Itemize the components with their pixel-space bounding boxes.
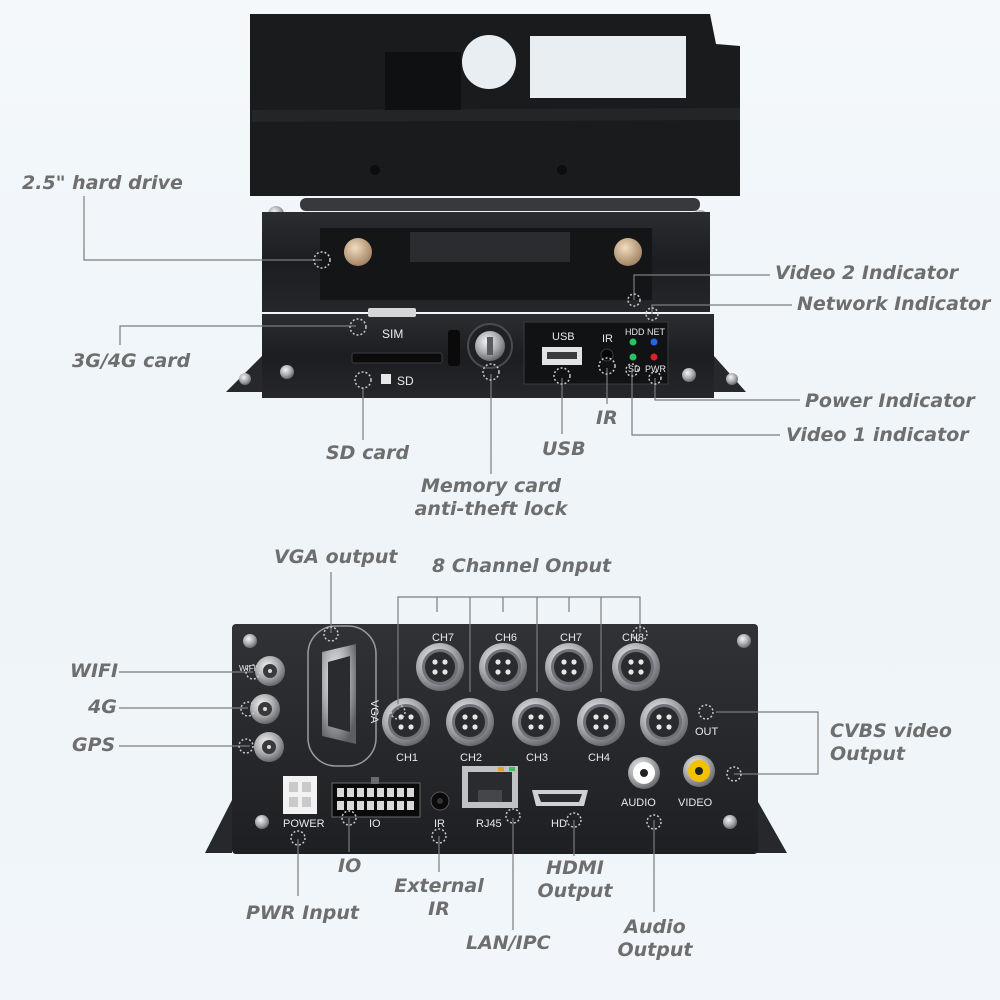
ch-top-label-4: CH8 — [622, 632, 644, 644]
channel-connector-top-4[interactable] — [612, 643, 660, 691]
callout-external-ir: External IR — [390, 875, 488, 921]
ch-bottom-label-1: CH1 — [396, 752, 418, 764]
callout-audio-output: Audio Output — [608, 916, 702, 962]
callout-external-ir-line2: IR — [428, 898, 450, 920]
rj45-port[interactable] — [462, 766, 518, 808]
callout-wifi: WIFI — [70, 660, 119, 682]
callout-network-indicator: Network Indicator — [797, 293, 991, 315]
rear-leader-lines — [119, 572, 819, 930]
callout-sim-card: 3G/4G card — [72, 350, 191, 372]
callout-lock-line1: Memory card — [420, 475, 562, 497]
cvbs-out-connector[interactable] — [640, 698, 688, 746]
channel-connector-top-3[interactable] — [545, 643, 593, 691]
callout-anti-theft-lock: Memory card anti-theft lock — [400, 475, 582, 521]
audio-panel-label: AUDIO — [621, 797, 656, 809]
callout-lan-ipc: LAN/IPC — [466, 932, 551, 954]
hdmi-port[interactable] — [532, 790, 588, 806]
video-rca-jack[interactable] — [683, 755, 715, 787]
callout-audio-line1: Audio — [624, 916, 686, 938]
callout-cvbs: CVBS video Output — [830, 720, 952, 766]
io-connector[interactable] — [331, 777, 421, 818]
callout-vga-output: VGA output — [274, 546, 398, 568]
wifi-antenna-connector[interactable] — [255, 656, 285, 686]
channel-connector-bottom-3[interactable] — [512, 698, 560, 746]
hdd-led-label: HDD — [625, 327, 645, 337]
channel-connectors-bottom — [382, 698, 688, 746]
callout-4g: 4G — [88, 696, 117, 718]
ch-top-label-3: CH7 — [560, 632, 582, 644]
callout-io: IO — [338, 855, 362, 877]
front-unit: SIM SD USB IR HDD NET SD PWR — [226, 14, 746, 398]
audio-rca-jack[interactable] — [628, 757, 660, 789]
power-panel-label: POWER — [283, 818, 325, 830]
hdd-led — [629, 338, 637, 346]
callout-hdmi-line1: HDMI — [546, 857, 604, 879]
ir-panel-label: IR — [602, 333, 613, 345]
callout-pwr-input: PWR Input — [246, 902, 359, 924]
ch-bottom-label-3: CH3 — [526, 752, 548, 764]
rj45-panel-label: RJ45 — [476, 818, 502, 830]
out-panel-label: OUT — [695, 726, 719, 738]
hdd-thumbscrew — [344, 238, 372, 266]
bracket-window — [530, 36, 686, 98]
usb-panel-label: USB — [552, 331, 575, 343]
sd-led-label: SD — [628, 364, 641, 374]
vga-frame — [307, 625, 377, 767]
channel-connector-top-1[interactable] — [416, 643, 464, 691]
gps-antenna-connector[interactable] — [254, 732, 284, 762]
io-panel-label: IO — [369, 818, 381, 830]
hdd-thumbscrew — [614, 238, 642, 266]
callout-channel-input: 8 Channel Onput — [432, 555, 612, 577]
power-connector[interactable] — [283, 776, 317, 814]
sim-slot[interactable] — [368, 308, 416, 317]
ch-top-label-1: CH7 — [432, 632, 454, 644]
channel-connector-bottom-4[interactable] — [577, 698, 625, 746]
pwr-led — [650, 353, 658, 361]
callout-sd-card: SD card — [326, 442, 410, 464]
rear-markers — [238, 626, 742, 846]
rear-unit: WIFI VGA CH7 CH6 CH7 CH8 CH1 CH2 CH3 CH4… — [205, 624, 787, 854]
sd-slot[interactable] — [351, 352, 443, 364]
front-leader-lines — [83, 196, 800, 474]
ch-bottom-label-4: CH4 — [588, 752, 610, 764]
channel-connector-bottom-1[interactable] — [382, 698, 430, 746]
ir-rear-panel-label: IR — [434, 818, 445, 830]
callout-ir: IR — [596, 407, 618, 429]
callout-video1-indicator: Video 1 indicator — [786, 424, 969, 446]
callout-gps: GPS — [72, 734, 116, 756]
channel-connector-bottom-2[interactable] — [446, 698, 494, 746]
callout-hdmi-line2: Output — [537, 880, 613, 902]
sd-panel-label: SD — [397, 374, 414, 388]
front-markers — [313, 251, 662, 389]
callout-video2-indicator: Video 2 Indicator — [775, 262, 959, 284]
callout-cvbs-line1: CVBS video — [830, 720, 952, 742]
channel-connectors-top — [416, 643, 660, 691]
sim-panel-label: SIM — [382, 327, 403, 341]
ch-bottom-label-2: CH2 — [460, 752, 482, 764]
callout-lock-line2: anti-theft lock — [414, 498, 568, 520]
callout-hard-drive: 2.5" hard drive — [22, 172, 183, 194]
video-panel-label: VIDEO — [678, 797, 713, 809]
net-led-label: NET — [647, 327, 666, 337]
bracket-hole — [462, 35, 516, 89]
ch-top-label-2: CH6 — [495, 632, 517, 644]
pwr-led-label: PWR — [645, 364, 666, 374]
vga-panel-label: VGA — [368, 700, 380, 724]
callout-external-ir-line1: External — [394, 875, 484, 897]
channel-connector-top-2[interactable] — [479, 643, 527, 691]
callout-usb: USB — [542, 438, 586, 460]
net-led — [650, 338, 658, 346]
callout-hdmi-output: HDMI Output — [530, 857, 620, 903]
callout-power-indicator: Power Indicator — [805, 390, 975, 412]
sd-led — [629, 353, 637, 361]
4g-antenna-connector[interactable] — [250, 694, 280, 724]
hd-panel-label: HD — [551, 818, 567, 830]
handle-bar — [300, 198, 700, 211]
callout-cvbs-line2: Output — [830, 743, 905, 765]
callout-audio-line2: Output — [617, 939, 693, 961]
